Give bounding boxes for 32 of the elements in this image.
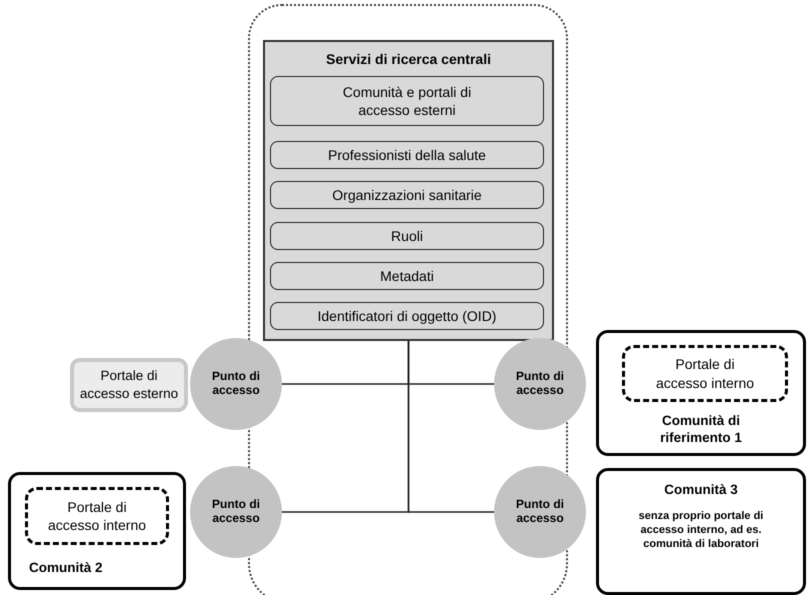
- service-box: [270, 76, 544, 126]
- service-label: Ruoli: [391, 226, 423, 246]
- service-label: Metadati: [380, 266, 434, 286]
- service-label: Organizzazioni sanitarie: [332, 186, 482, 204]
- service-box: [270, 141, 544, 169]
- portal-label: Portale di accesso interno: [46, 498, 148, 534]
- access-point-label: Punto di accesso: [211, 498, 261, 526]
- access-point-label: Punto di accesso: [515, 370, 565, 398]
- service-label: Professionisti della salute: [328, 146, 486, 164]
- service-label: Comunità e portali di accesso esterni: [342, 82, 472, 120]
- services-panel: [263, 40, 554, 341]
- community-label: Comunità 3: [664, 481, 738, 499]
- community-note: senza proprio portale di accesso interno, ad es. comunità di laboratori: [638, 508, 764, 552]
- portal-box: [70, 358, 188, 412]
- community-box: [596, 330, 806, 456]
- service-box: [270, 222, 544, 250]
- service-label: Identificatori di oggetto (OID): [318, 306, 496, 326]
- portal-box: [25, 487, 169, 545]
- panel-title: Servizi di ricerca centrali: [326, 50, 491, 68]
- service-box: [270, 181, 544, 209]
- access-point-label: Punto di accesso: [211, 370, 261, 398]
- portal-box: [622, 345, 788, 402]
- portal-label: Portale di accesso interno: [654, 355, 756, 392]
- community-label: Comunità 2: [29, 559, 103, 577]
- community-box: [596, 468, 806, 595]
- portal-label: Portale di accesso esterno: [78, 367, 180, 403]
- service-box: [270, 262, 544, 290]
- service-box: [270, 302, 544, 330]
- access-point-label: Punto di accesso: [515, 498, 565, 526]
- connector-line: [408, 341, 494, 513]
- community-label: Comunità di riferimento 1: [659, 412, 743, 447]
- community-box: [8, 472, 186, 590]
